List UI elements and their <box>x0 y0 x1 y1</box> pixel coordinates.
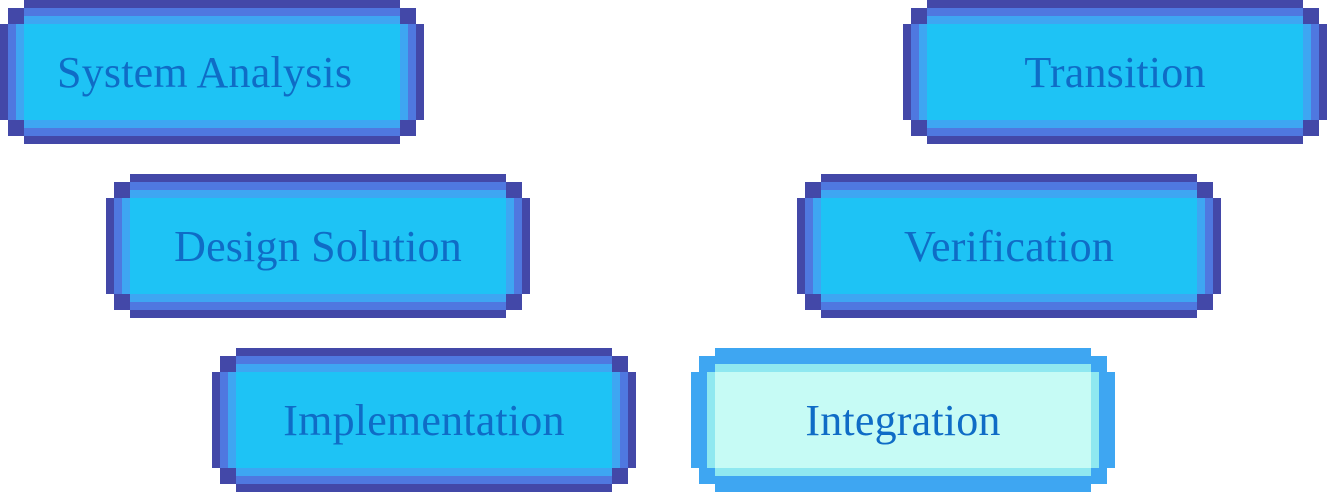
button-frame <box>797 174 1221 318</box>
design-solution-button[interactable]: Design Solution <box>106 174 530 318</box>
system-analysis-button[interactable]: System Analysis <box>0 0 424 144</box>
implementation-button[interactable]: Implementation <box>212 348 636 492</box>
button-frame <box>0 0 424 144</box>
transition-button[interactable]: Transition <box>903 0 1327 144</box>
integration-button[interactable]: Integration <box>691 348 1115 492</box>
verification-button[interactable]: Verification <box>797 174 1221 318</box>
button-frame <box>212 348 636 492</box>
button-frame <box>106 174 530 318</box>
button-frame <box>691 348 1115 492</box>
button-frame <box>903 0 1327 144</box>
